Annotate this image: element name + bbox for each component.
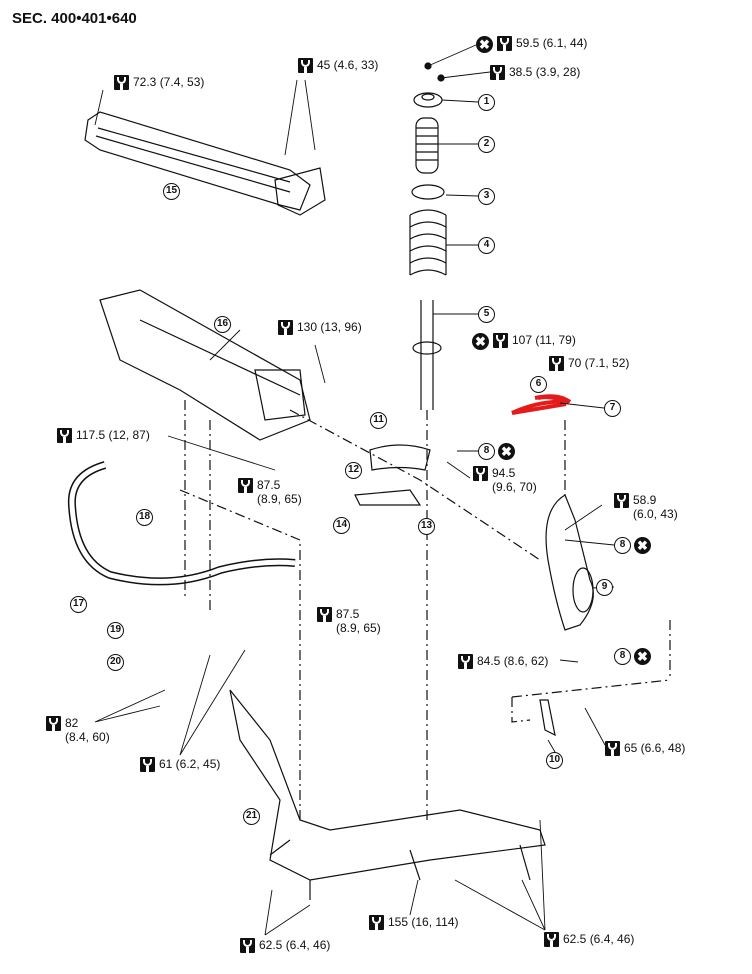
torque-wrench-icon <box>549 356 564 371</box>
callout-6: 6 <box>530 376 547 393</box>
leader-lines <box>94 44 615 936</box>
torque-wrench-icon <box>240 938 255 953</box>
knuckle <box>545 494 594 631</box>
callout-15: 15 <box>163 183 180 200</box>
transverse-link <box>354 444 431 506</box>
torque-value: 107 (11, 79) <box>512 333 576 347</box>
callout-8: 8 <box>478 443 495 460</box>
callout-12: 12 <box>345 462 362 479</box>
torque-value: 84.5 (8.6, 62) <box>477 654 549 668</box>
torque-wrench-icon <box>140 757 155 772</box>
torque-wrench-icon <box>238 478 253 493</box>
torque-value: 59.5 (6.1, 44) <box>516 36 588 50</box>
callout-19: 19 <box>107 622 124 639</box>
torque-value: 58.9(6.0, 43) <box>633 493 678 521</box>
torque-label: 87.5(8.9, 65) <box>317 607 381 635</box>
callout-7: 7 <box>604 400 621 417</box>
torque-value: 45 (4.6, 33) <box>317 58 379 72</box>
do-not-reuse-x-icon: ✖ <box>476 36 493 53</box>
section-title: SEC. 400•401•640 <box>12 10 137 27</box>
torque-label: 58.9(6.0, 43) <box>614 493 678 521</box>
torque-label: 38.5 (3.9, 28) <box>490 65 580 80</box>
torque-value: 61 (6.2, 45) <box>159 757 221 771</box>
callout-20: 20 <box>107 654 124 671</box>
callout-11: 11 <box>370 412 387 429</box>
front-suspension-member <box>99 289 311 441</box>
torque-wrench-icon <box>57 428 72 443</box>
guide-lines <box>179 400 671 820</box>
do-not-reuse-x-icon: ✖ <box>634 537 651 554</box>
upper-link-highlight <box>511 394 572 415</box>
torque-label: 45 (4.6, 33) <box>298 58 378 73</box>
torque-value: 130 (13, 96) <box>297 320 362 334</box>
callout-5: 5 <box>478 306 495 323</box>
callout-4: 4 <box>478 237 495 254</box>
torque-wrench-icon <box>544 932 559 947</box>
callout-16: 16 <box>214 316 231 333</box>
torque-value: 87.5(8.9, 65) <box>336 607 381 635</box>
torque-label: 94.5(9.6, 70) <box>473 466 537 494</box>
strut-assembly <box>409 62 447 820</box>
torque-label: 117.5 (12, 87) <box>57 428 150 443</box>
torque-value: 72.3 (7.4, 53) <box>133 75 205 89</box>
lower-reinforcement <box>229 689 546 900</box>
torque-wrench-icon <box>298 58 313 73</box>
do-not-reuse-x-icon: ✖ <box>472 333 489 350</box>
torque-wrench-icon <box>114 75 129 90</box>
torque-wrench-icon <box>369 915 384 930</box>
torque-label: 87.5(8.9, 65) <box>238 478 302 506</box>
callout-10: 10 <box>546 752 563 769</box>
torque-value: 94.5(9.6, 70) <box>492 466 537 494</box>
callout-13: 13 <box>418 518 435 535</box>
callout-2: 2 <box>478 136 495 153</box>
torque-label: ✖ 59.5 (6.1, 44) <box>476 36 587 53</box>
torque-label: 155 (16, 114) <box>369 915 459 930</box>
callout-21: 21 <box>243 808 260 825</box>
torque-label: 84.5 (8.6, 62) <box>458 654 548 669</box>
callout-18: 18 <box>136 509 153 526</box>
torque-wrench-icon <box>493 333 508 348</box>
do-not-reuse-x-icon: ✖ <box>498 443 515 460</box>
torque-wrench-icon <box>490 65 505 80</box>
callout-14: 14 <box>333 517 350 534</box>
torque-label: 62.5 (6.4, 46) <box>240 938 330 953</box>
torque-value: 65 (6.6, 48) <box>624 741 686 755</box>
callout-3: 3 <box>478 188 495 205</box>
callout-1: 1 <box>478 94 495 111</box>
torque-wrench-icon <box>46 716 61 731</box>
torque-label: 72.3 (7.4, 53) <box>114 75 204 90</box>
torque-label: 61 (6.2, 45) <box>140 757 220 772</box>
callout-17: 17 <box>70 596 87 613</box>
do-not-reuse-x-icon: ✖ <box>634 648 651 665</box>
torque-wrench-icon <box>497 36 512 51</box>
torque-label: 62.5 (6.4, 46) <box>544 932 634 947</box>
torque-value: 62.5 (6.4, 46) <box>259 938 331 952</box>
torque-label: ✖ 107 (11, 79) <box>472 333 576 350</box>
torque-wrench-icon <box>473 466 488 481</box>
callout-8: 8 <box>614 648 631 665</box>
torque-value: 87.5(8.9, 65) <box>257 478 302 506</box>
torque-value: 38.5 (3.9, 28) <box>509 65 581 79</box>
torque-label: 65 (6.6, 48) <box>605 741 685 756</box>
torque-label: 70 (7.1, 52) <box>549 356 629 371</box>
torque-label: 82(8.4, 60) <box>46 716 110 744</box>
torque-value: 117.5 (12, 87) <box>76 428 150 442</box>
torque-value: 62.5 (6.4, 46) <box>563 932 635 946</box>
bracket <box>539 699 556 737</box>
torque-wrench-icon <box>317 607 332 622</box>
strut-tower-bar <box>84 111 326 216</box>
torque-wrench-icon <box>605 741 620 756</box>
torque-label: 130 (13, 96) <box>278 320 362 335</box>
torque-value: 155 (16, 114) <box>388 915 459 929</box>
torque-value: 82(8.4, 60) <box>65 716 110 744</box>
torque-wrench-icon <box>614 493 629 508</box>
callout-9: 9 <box>596 579 613 596</box>
callout-8: 8 <box>614 537 631 554</box>
torque-wrench-icon <box>458 654 473 669</box>
torque-wrench-icon <box>278 320 293 335</box>
torque-value: 70 (7.1, 52) <box>568 356 630 370</box>
